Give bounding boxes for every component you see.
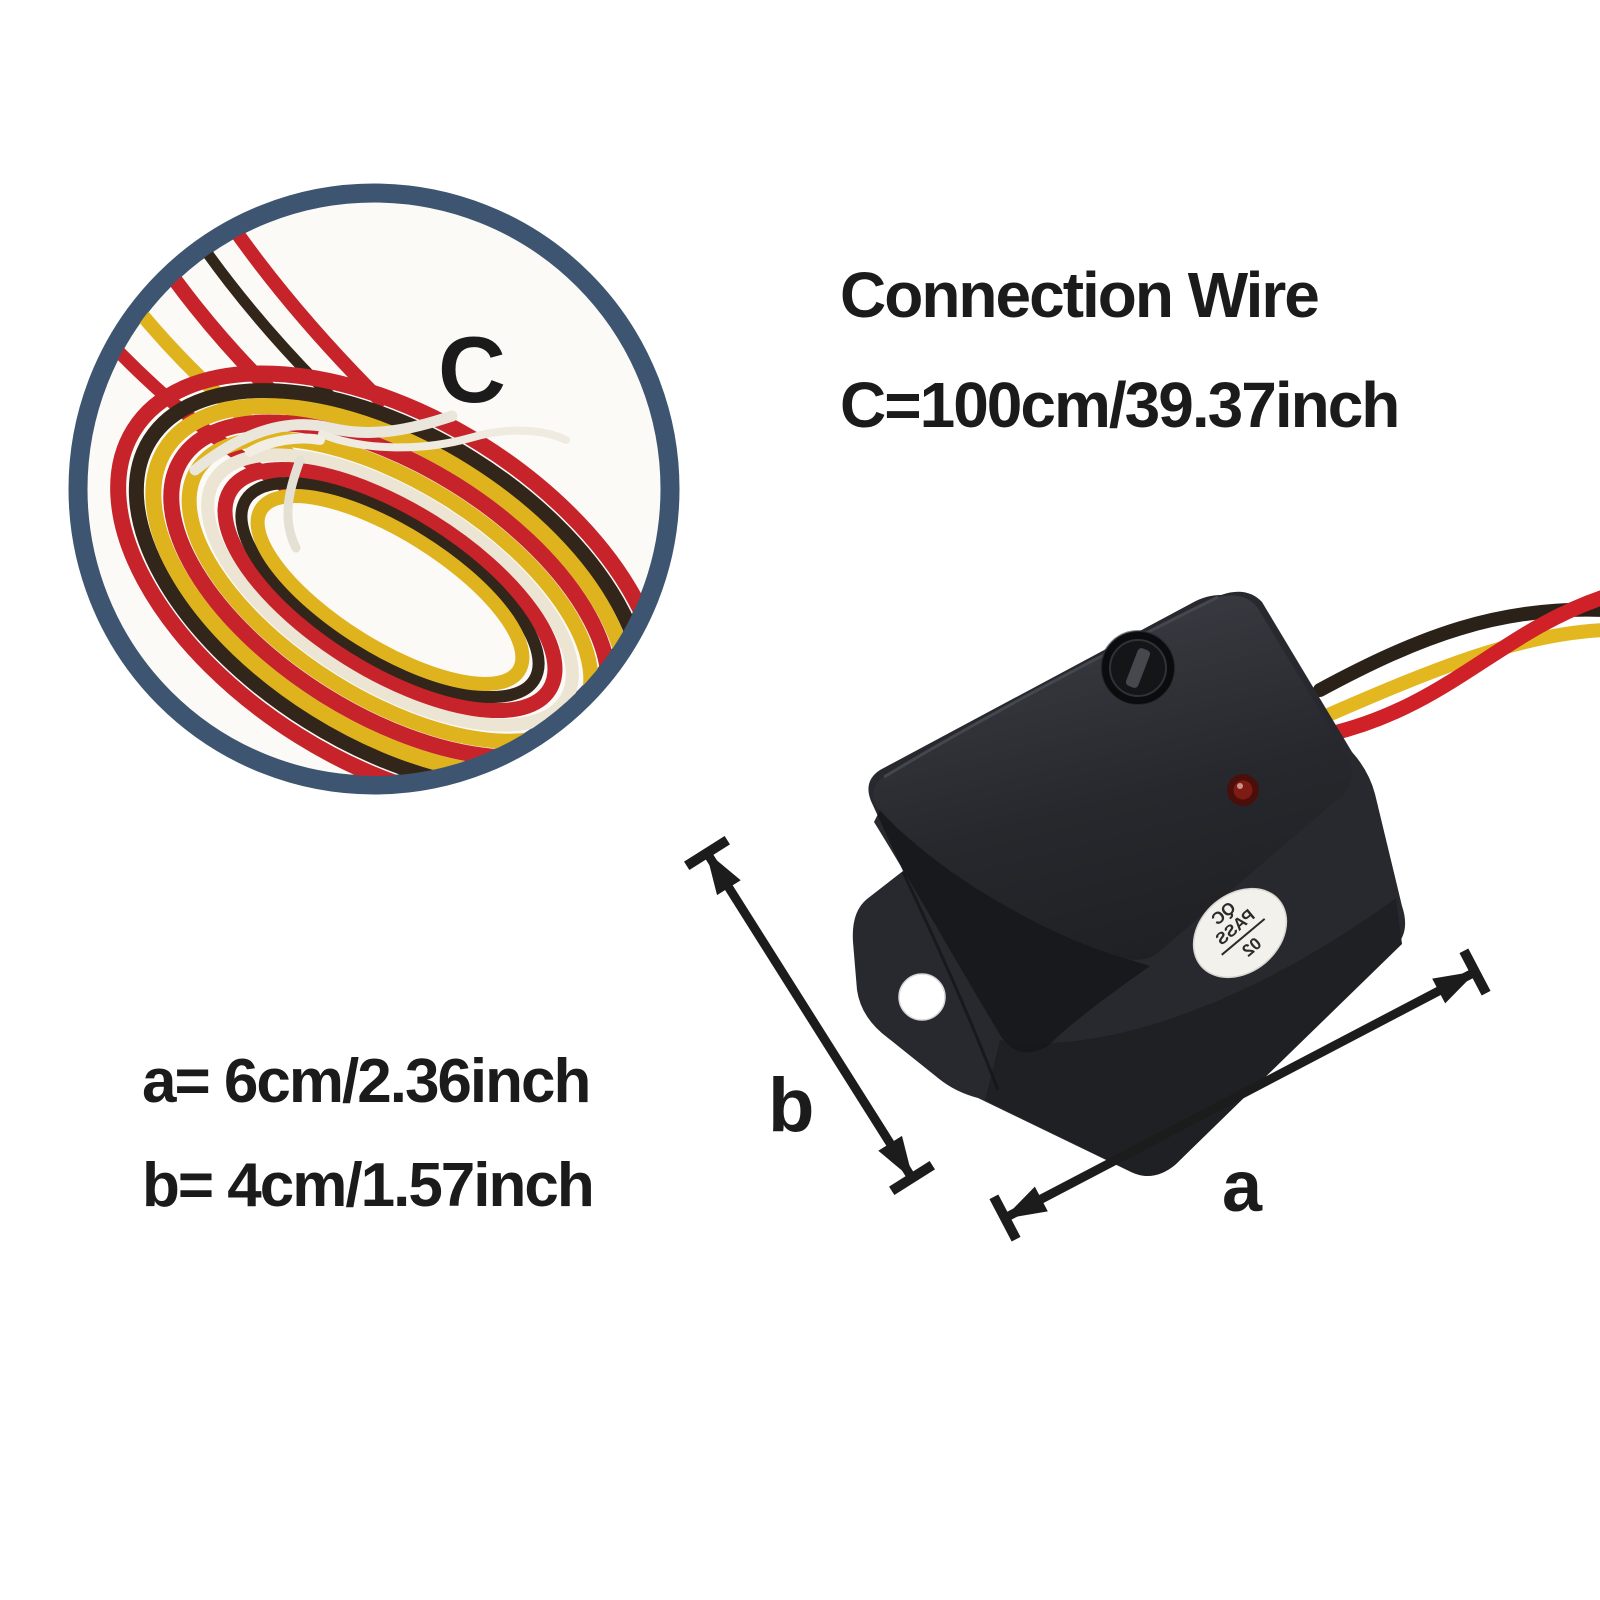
arrow-label-b: b: [768, 1063, 815, 1148]
device-wires: [1313, 590, 1600, 742]
lid-edge-highlight: [883, 595, 1219, 779]
dimension-arrow-b: [684, 835, 935, 1196]
qc-sticker: QC PASS 02: [1192, 887, 1288, 979]
twist-tie: [189, 410, 570, 553]
arrow-a-cap-left: [989, 1194, 1021, 1242]
device-lid: [872, 595, 1353, 960]
device: QC PASS 02: [852, 591, 1406, 1177]
title-line2: C=100cm/39.37inch: [840, 369, 1400, 441]
wire-bundle: [87, 202, 661, 776]
wire-yellow: [1319, 623, 1600, 723]
wire-inset: [68, 183, 680, 795]
arrow-b-cap-bottom: [889, 1160, 935, 1196]
dimension-a-text: a= 6cm/2.36inch: [142, 1047, 591, 1116]
wire-loops: [110, 365, 661, 776]
flange-edge: [901, 871, 1000, 1091]
title-line1: Connection Wire: [840, 259, 1320, 331]
screw-slot: [1125, 648, 1151, 688]
adjustment-screw: [1100, 630, 1176, 706]
arrow-a-cap-right: [1459, 948, 1491, 996]
mounting-hole: [898, 973, 946, 1021]
dimension-arrow-a: [989, 948, 1491, 1242]
inset-label-c: C: [438, 317, 506, 422]
dimension-b-text: b= 4cm/1.57inch: [142, 1151, 595, 1220]
arrow-label-a: a: [1222, 1147, 1263, 1227]
wire-red: [1322, 590, 1600, 742]
arrow-b-cap-top: [684, 835, 730, 871]
led-indicator: [1227, 774, 1259, 806]
